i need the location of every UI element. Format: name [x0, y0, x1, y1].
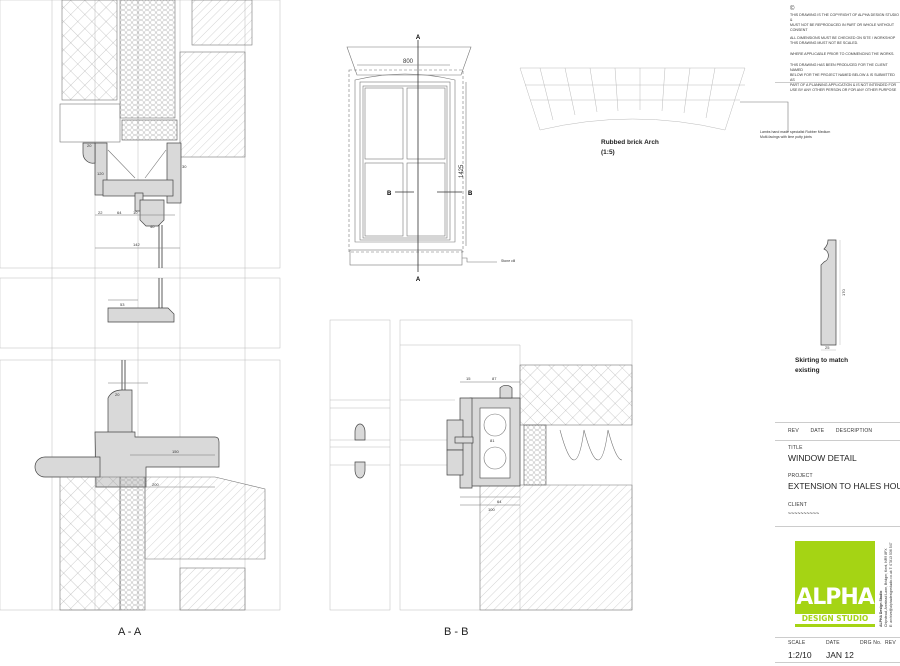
dim: 150 [172, 449, 179, 454]
dim: 64 [117, 210, 122, 215]
section-marker-b-right: B [468, 191, 473, 197]
divider [775, 637, 900, 638]
dim: 20 [115, 392, 120, 397]
section-marker-b-left: B [387, 191, 392, 197]
dim: 20 [87, 143, 92, 148]
rev-label: REV [885, 640, 896, 646]
date-label: DATE [826, 640, 840, 646]
client-name: ~~~~~~~~~~ [788, 511, 820, 517]
dim: 25 [825, 345, 830, 350]
dim: 40 [150, 224, 155, 229]
note-line: MUST NOT BE REPRODUCED IN PART OR WHOLE … [790, 23, 895, 32]
divider [775, 440, 900, 441]
section-aa: 20 120 30 22 64 10 40 142 53 20 150 200 … [0, 0, 281, 638]
arch-title: Rubbed brick Arch [601, 139, 659, 146]
client-label: CLIENT [788, 502, 807, 508]
drawing-title: WINDOW DETAIL [788, 453, 857, 463]
width-dimension: 800 [403, 59, 414, 65]
note-line: WHERE APPLICABLE PRIOR TO COMMENCING THE… [790, 52, 895, 56]
window-elevation: A A B B 800 1425 Stone cill [346, 35, 515, 283]
copyright-notes: © THIS DRAWING IS THE COPYRIGHT OF ALPHA… [790, 6, 900, 93]
arch-scale: (1:5) [601, 149, 615, 156]
dim: 22 [98, 210, 103, 215]
drawing-number-label: DRG No. [860, 640, 882, 646]
dim: 100 [488, 507, 495, 512]
note-line: THIS DRAWING IS THE COPYRIGHT OF ALPHA D… [790, 13, 899, 22]
contact-line: E: archive@alphadesignstudio.co.uk T: 07… [889, 542, 893, 627]
dim: 15 [466, 376, 471, 381]
dim: 200 [152, 482, 159, 487]
rev-col: REV [788, 428, 799, 434]
note-line: USE BY ANY OTHER PERSON OR FOR ANY OTHER… [790, 88, 897, 92]
skirting-title: existing [795, 367, 820, 374]
divider [775, 526, 900, 527]
note-line: PART OF A PLANNING APPLICATION & IS NOT … [790, 83, 897, 87]
divider [775, 82, 900, 83]
revision-header: REV DATE DESCRIPTION [788, 428, 872, 434]
section-marker-a-bottom: A [416, 277, 421, 283]
skirting-title: Skirting to match [795, 357, 848, 364]
divider [775, 662, 900, 663]
section-aa-label: A - A [118, 626, 142, 638]
note-line: ALL DIMENSIONS MUST BE CHECKED ON SITE /… [790, 36, 896, 40]
date-value: JAN 12 [826, 650, 854, 660]
divider [775, 422, 900, 423]
section-bb: 15 87 81 64 100 B - B [329, 319, 633, 638]
logo-subtext: DESIGN STUDIO [795, 614, 875, 624]
scale-value: 1:2/10 [788, 650, 812, 660]
project-label: PROJECT [788, 473, 813, 479]
title-label: TITLE [788, 445, 803, 451]
description-col: DESCRIPTION [835, 428, 873, 434]
note-line: BELOW FOR THE PROJECT NAMED BELOW & IS S… [790, 73, 895, 82]
skirting-detail: 170 25 Skirting to match existing [795, 239, 848, 374]
dim: 87 [492, 376, 497, 381]
logo-text: ALPHA [796, 585, 875, 610]
stone-cill-note: Stone cill [501, 259, 515, 263]
scale-label: SCALE [788, 640, 806, 646]
dim: 120 [97, 171, 104, 176]
date-col: DATE [810, 428, 825, 434]
project-name: EXTENSION TO HALES HOUSE [788, 481, 900, 491]
dim: 142 [133, 242, 140, 247]
note-line: THIS DRAWING HAS BEEN PRODUCED FOR THE C… [790, 63, 888, 72]
rubbed-brick-arch: Rubbed brick Arch (1:5) Lambs hand made … [519, 67, 830, 156]
copyright-icon: © [790, 6, 795, 12]
alpha-design-studio-logo: ALPHA DESIGN STUDIO [795, 541, 875, 627]
dim: 81 [490, 438, 495, 443]
section-bb-label: B - B [444, 626, 468, 638]
note-line: THIS DRAWING MUST NOT BE SCALED. [790, 41, 859, 45]
dim: 30 [182, 164, 187, 169]
height-dimension: 1425 [459, 164, 465, 178]
dim: 170 [841, 289, 846, 296]
dim: 10 [133, 210, 138, 215]
dim: 64 [497, 499, 502, 504]
dim: 53 [120, 302, 125, 307]
arch-note: Multi-facings with lime putty joints [760, 135, 812, 139]
arch-note: Lambs hand made specialist Rubber Medium [760, 130, 830, 134]
studio-address: ALPHA Design Studio Chipstead, Amstead L… [879, 541, 894, 627]
section-marker-a-top: A [416, 35, 421, 41]
